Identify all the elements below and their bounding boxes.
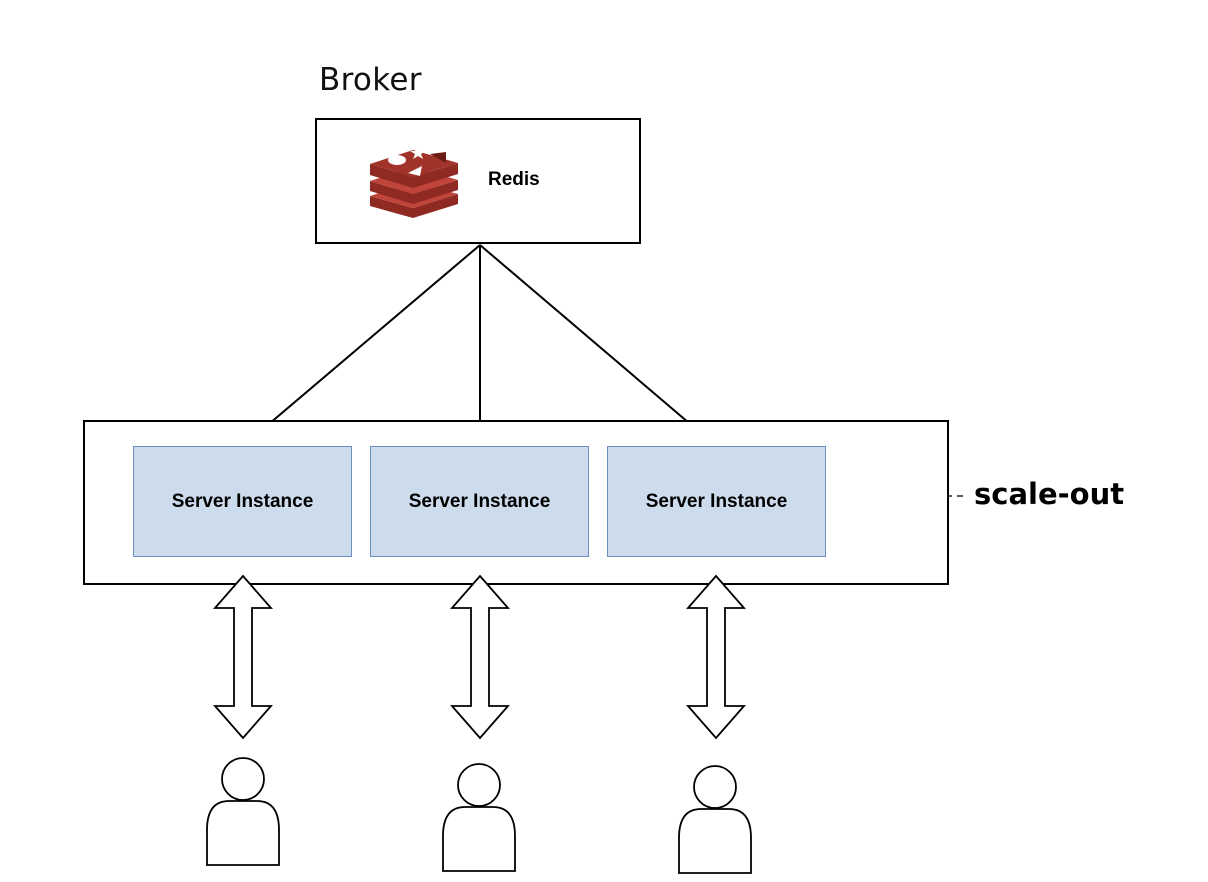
connector-line-1: [242, 244, 481, 447]
server-instance-1: Server Instance: [133, 446, 352, 557]
server-instance-2: Server Instance: [370, 446, 589, 557]
server-instance-3: Server Instance: [607, 446, 826, 557]
scale-out-label: scale-out: [974, 477, 1125, 511]
broker-title: Broker: [319, 62, 422, 98]
connector-line-3: [479, 244, 717, 447]
broker-box: [315, 118, 641, 244]
redis-label: Redis: [488, 169, 540, 190]
